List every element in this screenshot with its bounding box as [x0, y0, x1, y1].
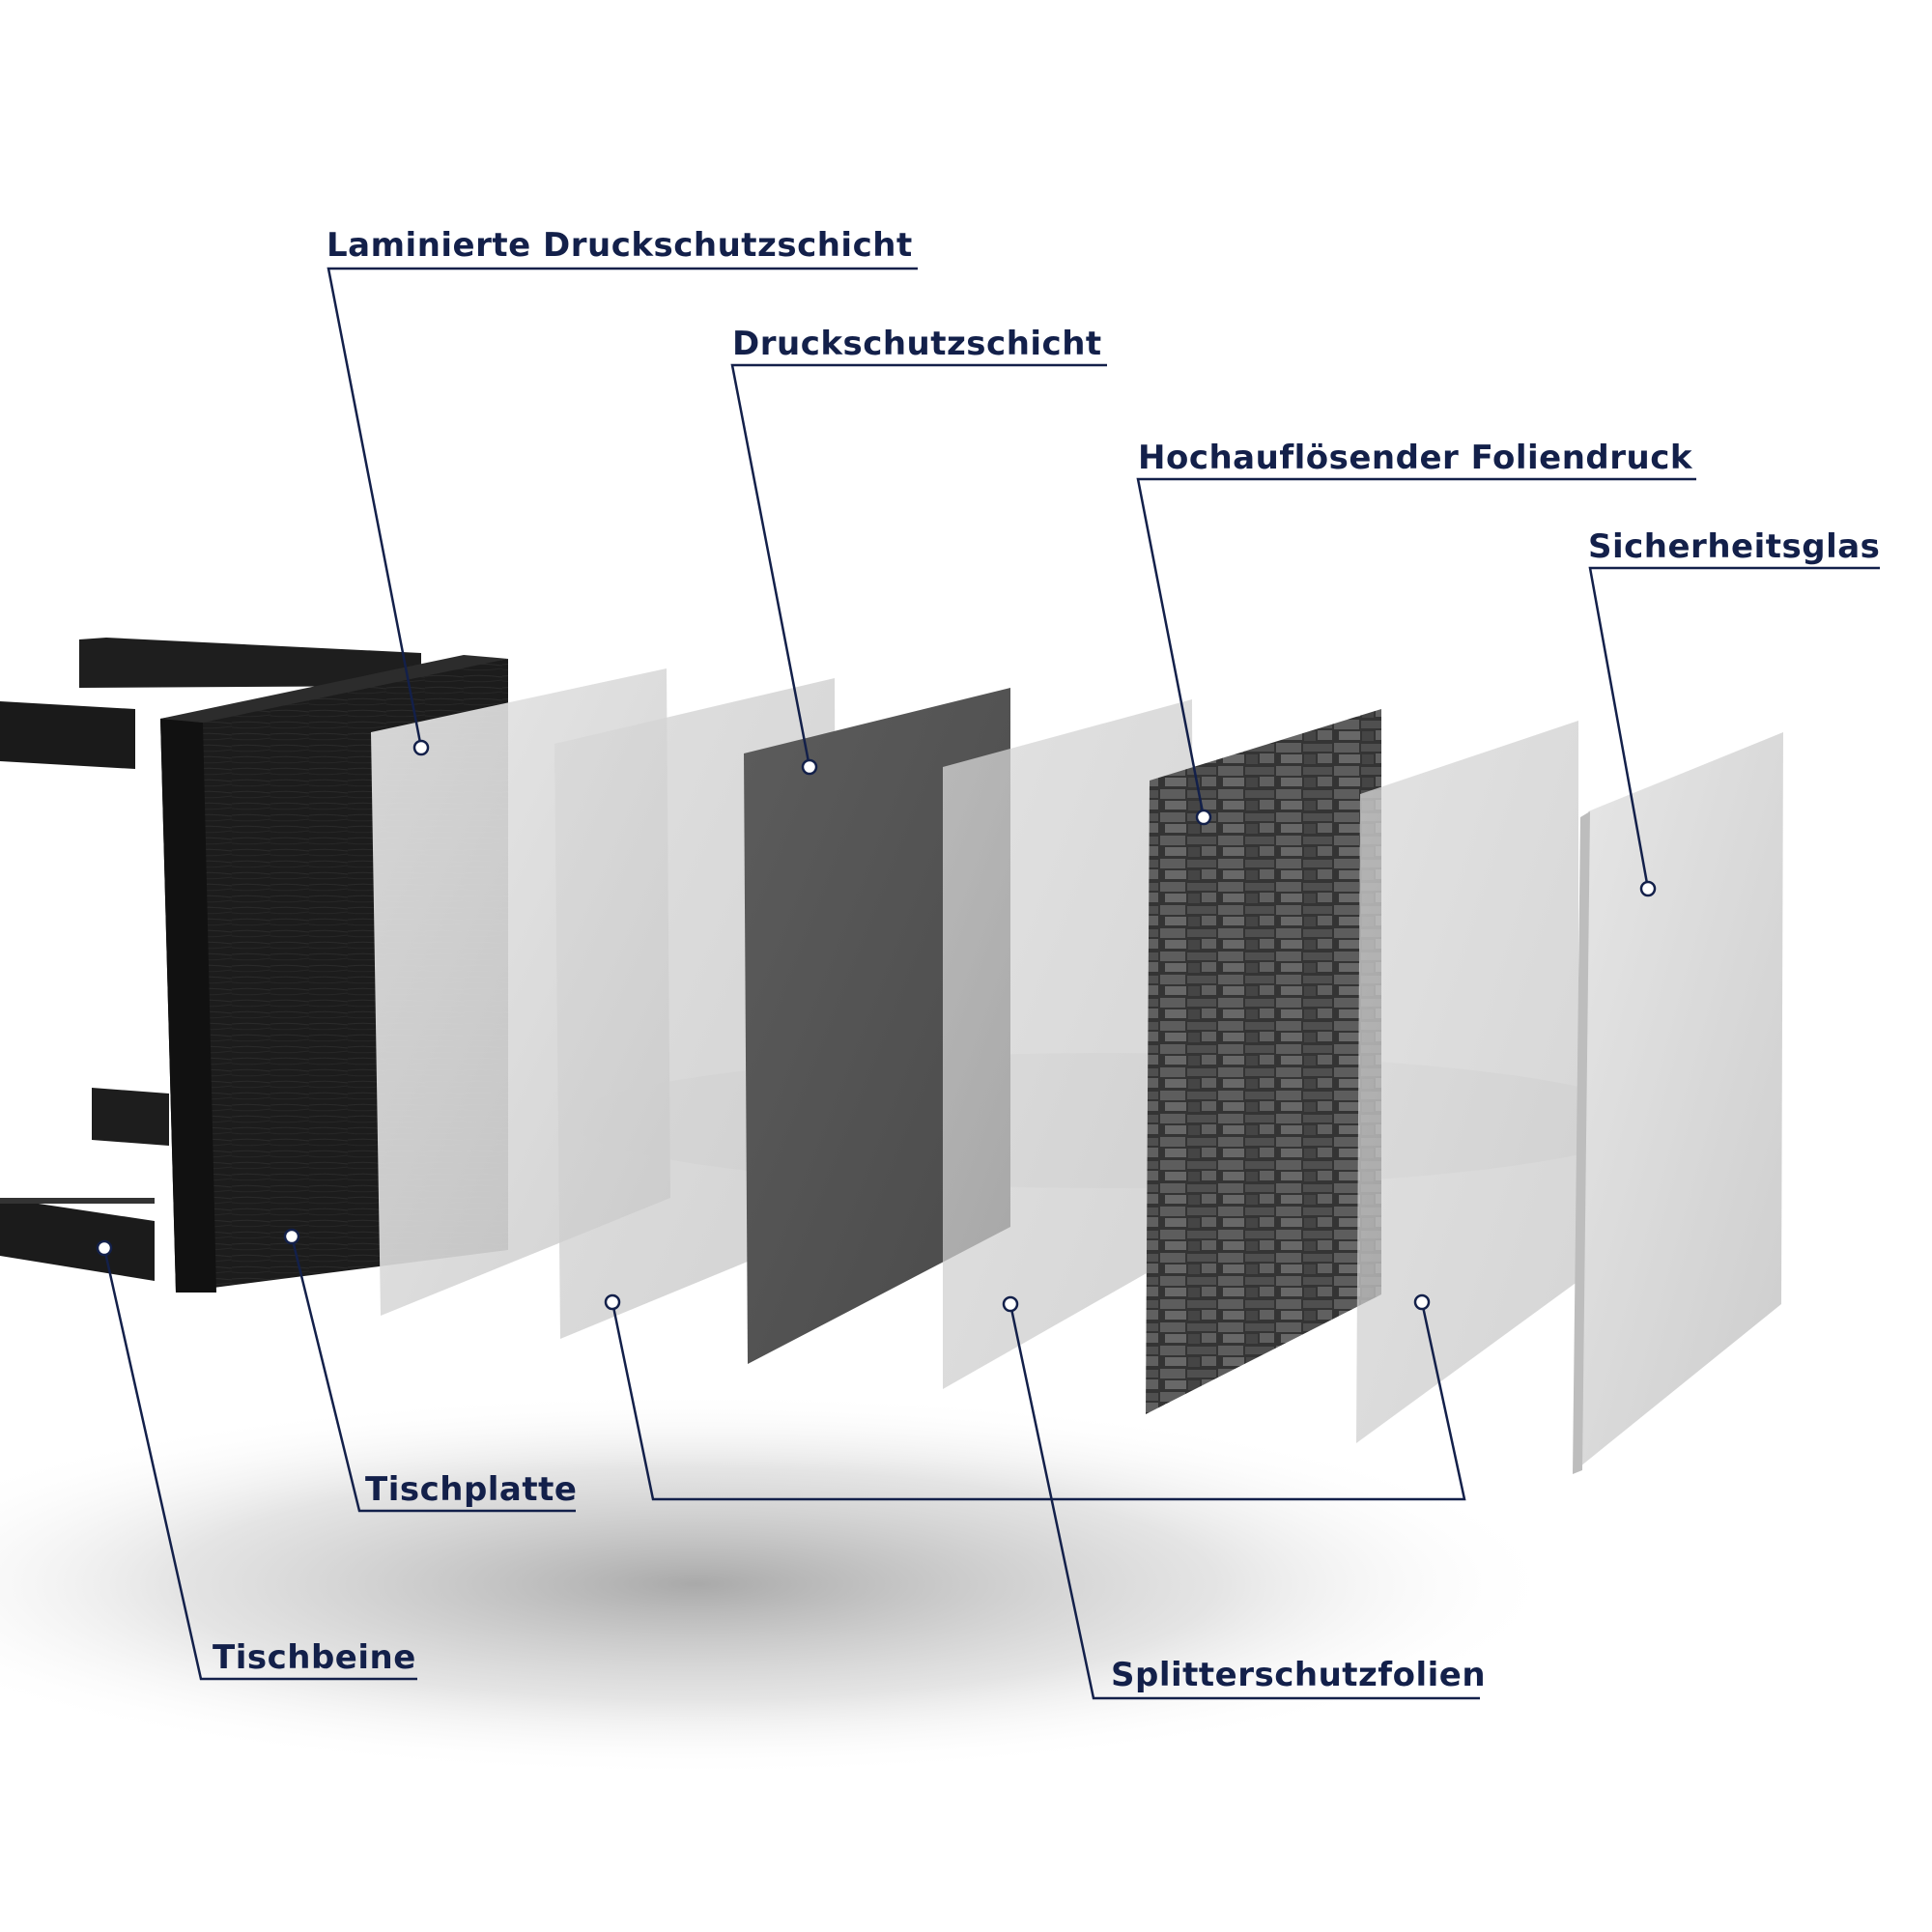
splinter-film-3 — [1356, 721, 1578, 1443]
anchor-table-top — [283, 1228, 300, 1245]
leg-bottom-front — [0, 1198, 155, 1281]
label-laminated-protection-layer: Laminierte Druckschutzschicht — [327, 226, 913, 265]
leg-top-front — [0, 701, 135, 769]
leg-bottom-back — [92, 1088, 169, 1146]
hd-film-print — [1146, 709, 1381, 1414]
anchor-hd-print — [1195, 809, 1212, 826]
leader-lines — [102, 267, 1880, 1700]
label-table-legs: Tischbeine — [213, 1638, 416, 1677]
label-table-top: Tischplatte — [365, 1470, 578, 1509]
label-splinter-films: Splitterschutzfolien — [1111, 1656, 1487, 1694]
leader-splinter-films — [1009, 1303, 1480, 1700]
hd-film-print-panel — [1146, 709, 1381, 1414]
label-safety-glass: Sicherheitsglas — [1588, 527, 1881, 566]
hd-film-print-shade — [1146, 709, 1381, 1414]
anchor-splinter-3 — [1413, 1293, 1431, 1311]
table-legs-frame — [0, 638, 421, 1281]
anchor-print-protection — [801, 758, 818, 776]
leg-top-back — [79, 638, 421, 688]
leg-bottom-front-highlight — [0, 1198, 155, 1204]
splinter-film-2 — [943, 699, 1194, 1389]
safety-glass-panel — [1580, 732, 1783, 1466]
anchor-laminated — [412, 739, 430, 756]
table-top-top-edge — [160, 655, 508, 723]
anchor-table-legs — [96, 1239, 113, 1257]
anchor-splinter-2 — [1002, 1295, 1019, 1313]
leader-splinter-bracket — [611, 1301, 1466, 1501]
leader-laminated — [327, 267, 918, 749]
leader-hd-print — [1136, 477, 1696, 818]
leader-safety-glass — [1588, 566, 1880, 890]
table-top-side-face — [160, 719, 216, 1293]
leader-print-protection — [730, 363, 1107, 768]
leader-table-legs — [102, 1247, 417, 1681]
anchor-safety-glass — [1639, 880, 1657, 897]
leader-table-top — [290, 1236, 576, 1513]
label-hd-film-print: Hochauflösender Foliendruck — [1138, 439, 1692, 477]
floor-shadow — [0, 1391, 1565, 1777]
anchor-splinter-1 — [604, 1293, 621, 1311]
label-print-protection-layer: Druckschutzschicht — [732, 325, 1102, 363]
safety-glass — [1573, 732, 1783, 1474]
safety-glass-edge — [1573, 811, 1590, 1474]
anchor-dots — [96, 739, 1657, 1313]
